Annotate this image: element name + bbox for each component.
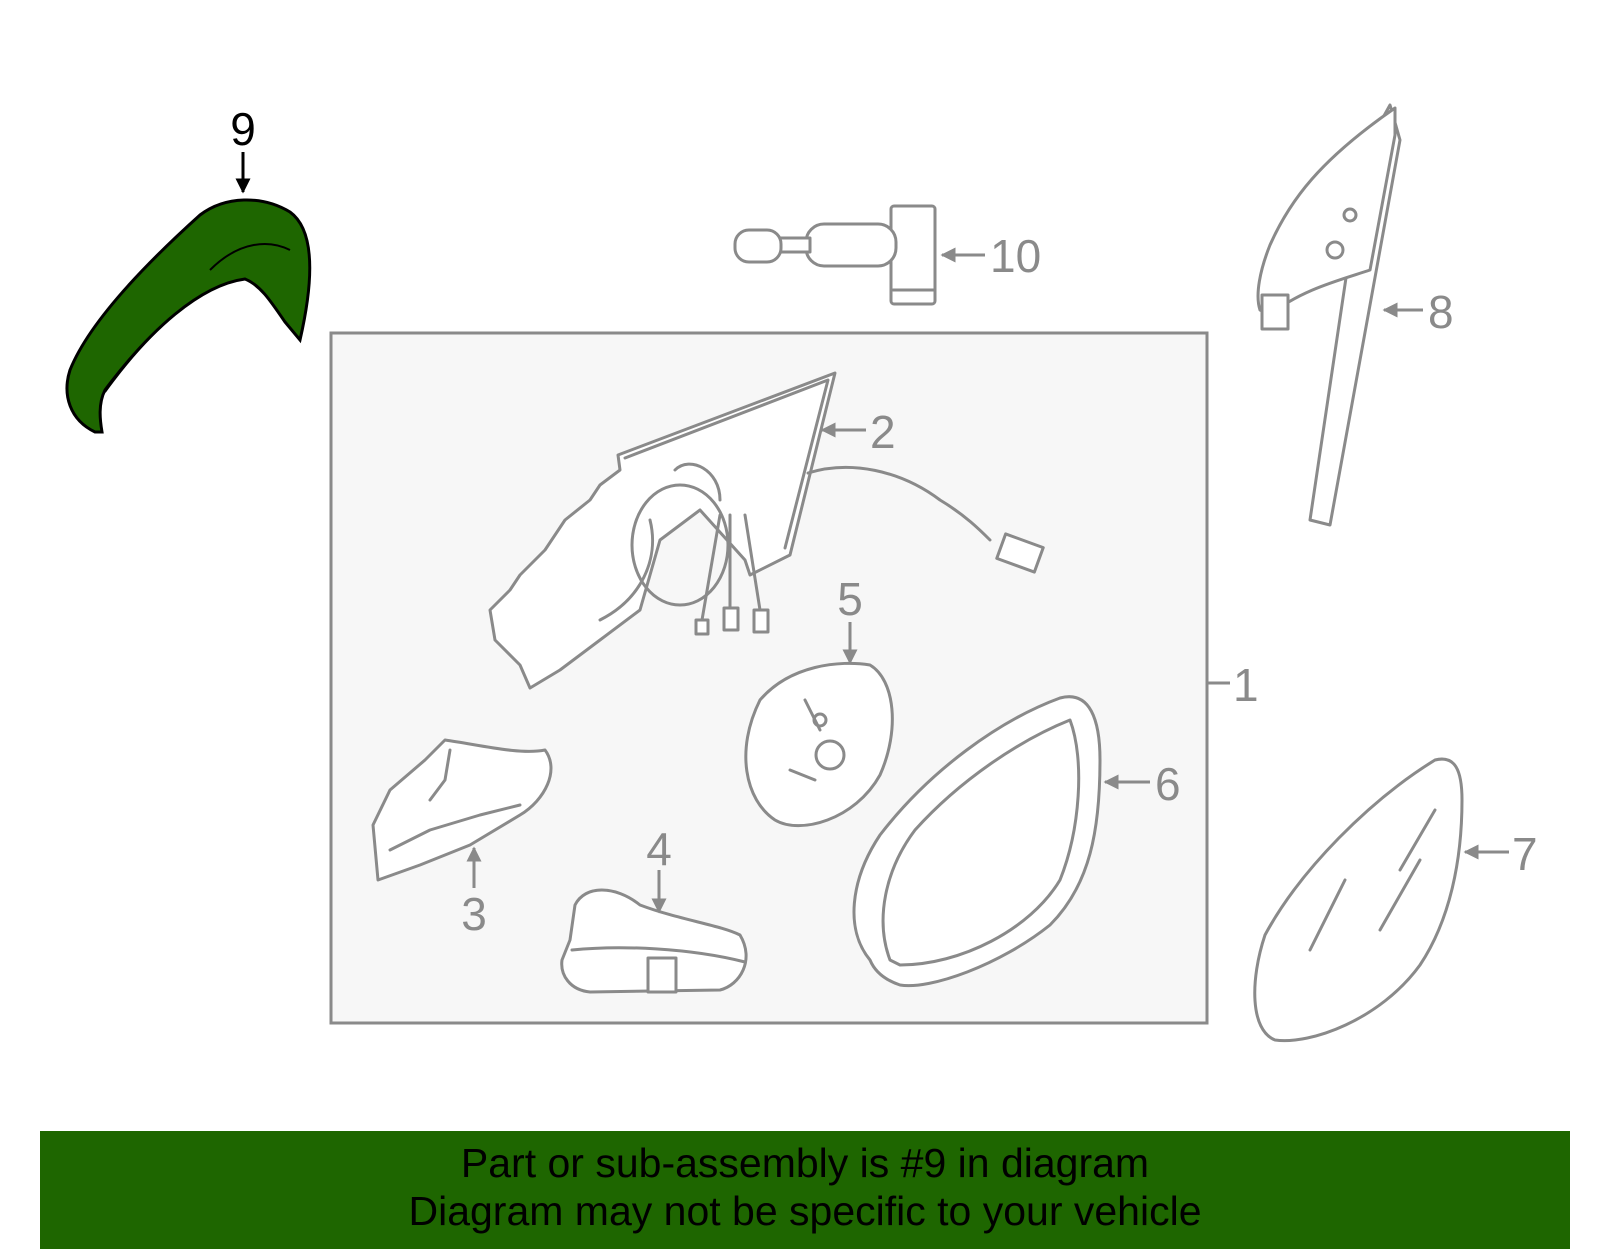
callout-2: 2 <box>820 406 896 458</box>
callout-8-label: 8 <box>1428 286 1454 338</box>
part-2-mirror-housing[interactable] <box>488 371 1045 690</box>
part-9-mirror-cover[interactable] <box>65 198 312 434</box>
part-6-glass-frame[interactable] <box>852 695 1102 988</box>
callout-10: 10 <box>940 230 1041 282</box>
callout-6: 6 <box>1103 758 1181 810</box>
callout-7: 7 <box>1463 828 1538 880</box>
part-5-motor-plate[interactable] <box>744 661 894 828</box>
callout-8: 8 <box>1382 286 1454 338</box>
part-10-actuator[interactable] <box>733 204 937 306</box>
part-3-lower-cover[interactable] <box>371 738 553 882</box>
callout-2-label: 2 <box>870 406 896 458</box>
part-7-mirror-glass[interactable] <box>1253 757 1464 1043</box>
part-8-mirror-base[interactable] <box>1256 103 1402 527</box>
callout-1: 1 <box>1207 659 1259 711</box>
part-4-signal-lamp[interactable] <box>560 888 748 994</box>
callout-5-label: 5 <box>837 573 863 625</box>
info-banner-bg <box>40 1131 1570 1249</box>
callout-9-label: 9 <box>230 103 256 155</box>
callout-10-label: 10 <box>990 230 1041 282</box>
callout-9: 9 <box>230 103 256 194</box>
callout-3-label: 3 <box>461 888 487 940</box>
callout-3: 3 <box>461 846 487 940</box>
banner-line-2: Diagram may not be specific to your vehi… <box>408 1188 1202 1234</box>
callout-7-label: 7 <box>1512 828 1538 880</box>
callout-4: 4 <box>646 823 672 914</box>
callout-6-label: 6 <box>1155 758 1181 810</box>
callout-5: 5 <box>837 573 863 665</box>
banner-line-1: Part or sub-assembly is #9 in diagram <box>460 1140 1150 1186</box>
info-banner: Part or sub-assembly is #9 in diagram Di… <box>40 1131 1570 1249</box>
callout-4-label: 4 <box>646 823 672 875</box>
callout-1-label: 1 <box>1233 659 1259 711</box>
